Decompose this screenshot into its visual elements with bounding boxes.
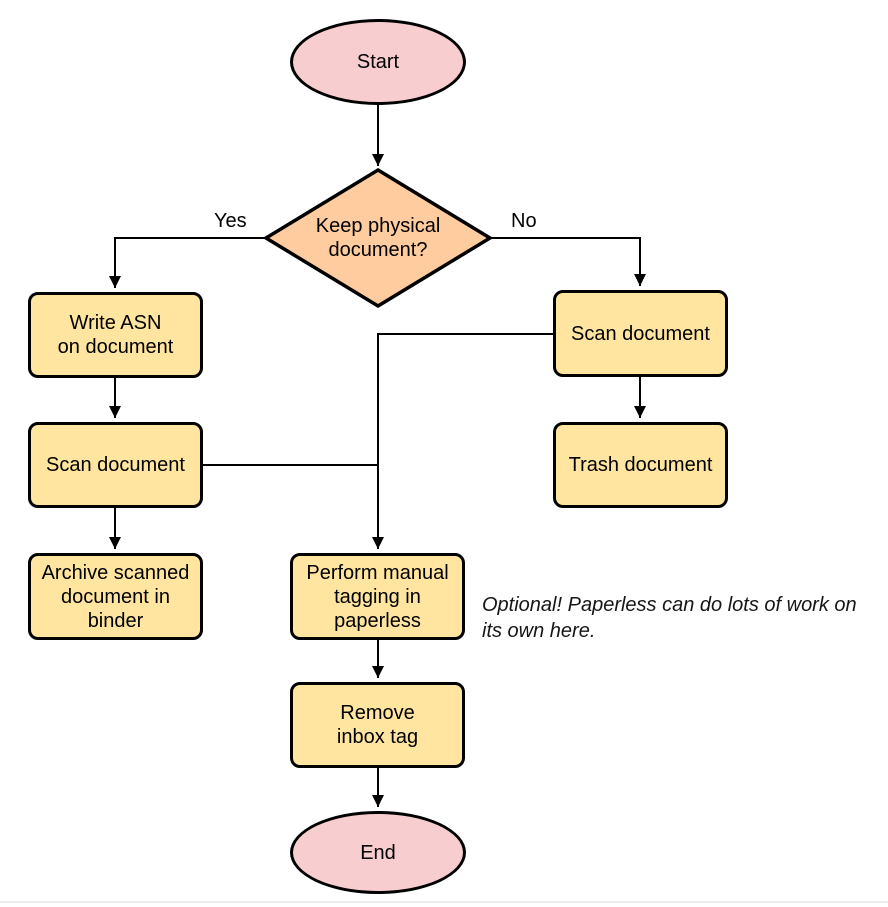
node-trash: Trash document (553, 422, 728, 508)
node-scan-left: Scan document (28, 422, 203, 508)
decision-diamond-shape (262, 167, 494, 309)
edge-label-yes: Yes (212, 210, 249, 232)
node-archive: Archive scanned document in binder (28, 553, 203, 640)
node-decision: Keep physical document? (278, 205, 478, 271)
node-tagging: Perform manual tagging in paperless (290, 553, 465, 640)
bottom-divider (0, 901, 888, 903)
node-remove-inbox: Remove inbox tag (290, 682, 465, 768)
edge-label-no: No (509, 210, 539, 232)
node-start-label: Start (356, 51, 400, 73)
node-end: End (290, 811, 466, 894)
node-scan-right-label: Scan document (571, 322, 710, 345)
node-remove-inbox-label: Remove inbox tag (336, 702, 419, 748)
note-text: Optional! Paperless can do lots of work … (482, 594, 857, 642)
node-archive-label: Archive scanned document in binder (41, 561, 190, 632)
connector-decision-yes-to-write-asn (109, 237, 266, 288)
node-start: Start (290, 19, 466, 105)
node-tagging-label: Perform manual tagging in paperless (306, 561, 449, 632)
node-trash-label: Trash document (568, 454, 713, 476)
node-decision-label: Keep physical document? (315, 215, 441, 261)
connector-decision-no-to-scan-right (490, 237, 646, 286)
node-scan-left-label: Scan document (46, 454, 185, 476)
node-scan-right: Scan document (553, 290, 728, 377)
node-write-asn-label: Write ASN on document (57, 312, 174, 358)
connector-scan-right-to-tagging (372, 333, 553, 549)
node-write-asn: Write ASN on document (28, 292, 203, 378)
node-end-label: End (360, 841, 396, 864)
